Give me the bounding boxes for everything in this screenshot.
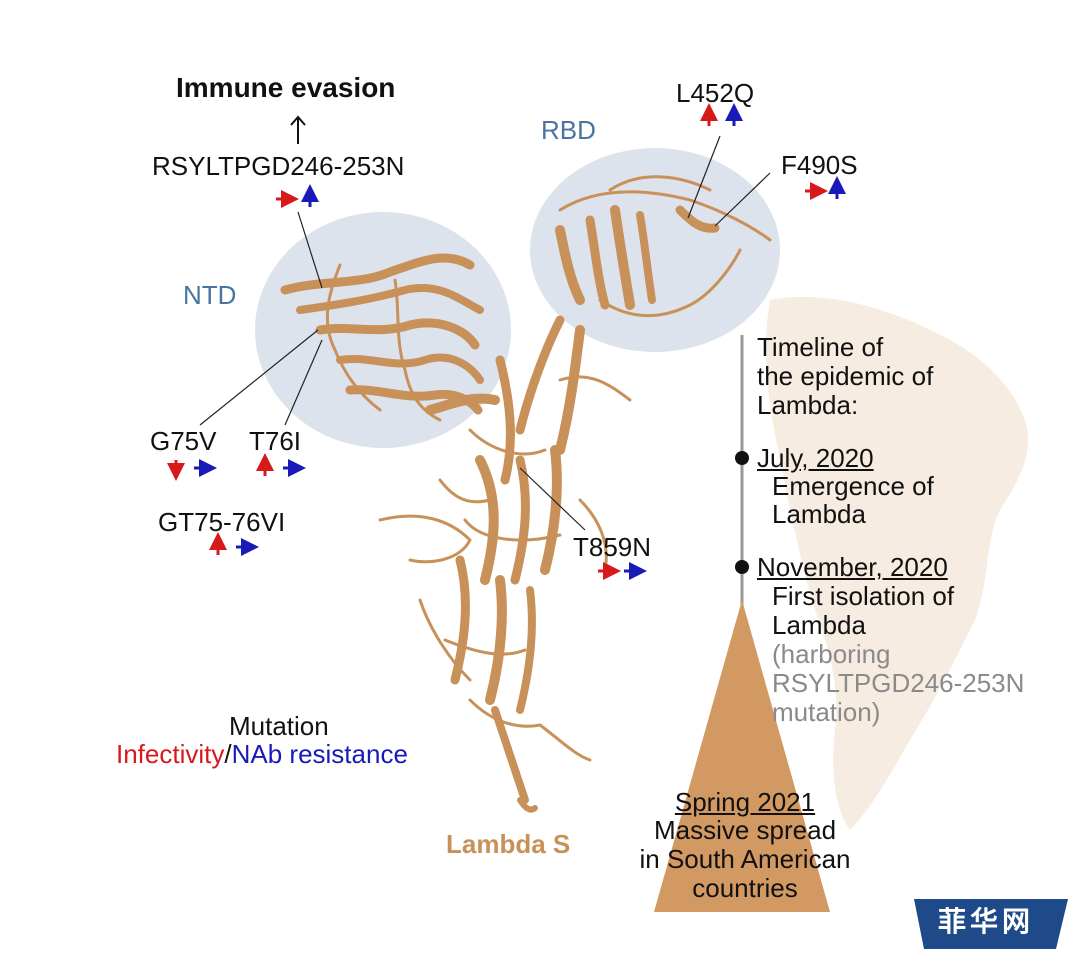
mutation-t76i-label: T76I (249, 426, 302, 456)
event-november-2020-date: November, 2020 (757, 552, 948, 582)
event-november-2020-note-1: (harboring (772, 639, 891, 669)
spread-line-3: countries (692, 873, 798, 903)
spread-date: Spring 2021 (674, 787, 816, 817)
mutation-g75v-label: G75V (150, 426, 217, 456)
spread-line-2: in South American (639, 844, 851, 874)
mutation-f490s-label: F490S (781, 150, 858, 180)
ntd-label: NTD (183, 280, 237, 310)
event-november-2020-line-2: Lambda (772, 610, 866, 640)
timeline-title-line-1: Timeline of (757, 332, 884, 362)
event-july-2020-line-2: Lambda (772, 499, 866, 529)
figure-title: Immune evasion (176, 72, 396, 103)
event-november-2020-line-1: First isolation of (772, 581, 955, 611)
event-july-2020-date: July, 2020 (757, 443, 874, 473)
watermark-badge (914, 899, 1068, 949)
timeline-dot-november-2020 (735, 560, 749, 574)
protein-label: Lambda S (446, 829, 571, 859)
spread-line-1: Massive spread (653, 815, 837, 845)
up-arrow-icon (290, 115, 306, 144)
rbd-label: RBD (541, 115, 596, 145)
legend-title: Mutation (229, 711, 329, 741)
legend-nab-resistance: NAb resistance (231, 739, 408, 769)
mutation-gt75-label: GT75-76VI (158, 507, 286, 537)
legend-infectivity: Infectivity (116, 739, 225, 769)
event-november-2020-note-2: RSYLTPGD246-253N (772, 668, 1025, 698)
event-july-2020-line-1: Emergence of (772, 471, 934, 501)
spread-wedge (654, 600, 830, 912)
mutation-l452q-label: L452Q (676, 78, 755, 108)
timeline-dot-july-2020 (735, 451, 749, 465)
event-november-2020-note-3: mutation) (772, 697, 881, 727)
legend-separator: / (224, 739, 232, 769)
mutation-t859n-label: T859N (573, 532, 652, 562)
legend-row: Infectivity/NAb resistance (116, 740, 408, 768)
rbd-region (530, 148, 780, 352)
mutation-rsyl-label: RSYLTPGD246-253N (152, 151, 405, 181)
timeline-title-line-3: Lambda: (757, 390, 859, 420)
watermark-text: 菲华网 (938, 906, 1035, 937)
timeline-title-line-2: the epidemic of (757, 361, 934, 391)
